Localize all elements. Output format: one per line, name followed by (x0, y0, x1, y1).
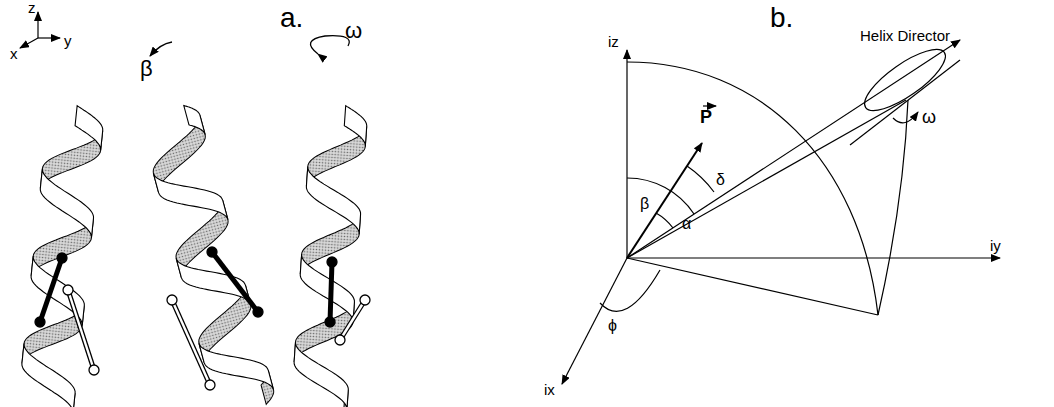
figure-label: β (640, 196, 649, 212)
omega-rotation-arrow (310, 36, 349, 54)
bond-bar (330, 262, 332, 322)
ribbon-front (36, 169, 98, 239)
residue-dot (35, 317, 45, 327)
helix (291, 103, 368, 407)
residue-dot (207, 247, 217, 257)
helix (138, 102, 276, 407)
figure-label: P (700, 108, 712, 126)
residue-dot (360, 295, 370, 305)
residue-dot (57, 253, 67, 263)
bond-bar-inner (68, 290, 94, 370)
residue-dot (335, 335, 345, 345)
coordinate-sphere (562, 39, 1000, 384)
bond-bar (340, 300, 365, 340)
ribbon-front (199, 328, 274, 405)
ribbon-front (297, 254, 357, 322)
ribbon-front (343, 106, 368, 147)
figure-label: δ (716, 172, 725, 188)
ribbon-back (142, 115, 217, 192)
bond-bar (172, 300, 210, 385)
figure-label: ϕ (608, 318, 617, 334)
bond-bar-inner (340, 300, 365, 340)
figure-label: y (64, 33, 72, 48)
figure-label: Helix Director (860, 28, 950, 43)
ribbon-front (303, 166, 363, 234)
helix (17, 103, 105, 407)
bond-bar (212, 252, 258, 312)
ribbon-front (27, 256, 89, 326)
ribbon-back (188, 285, 263, 362)
bond-bar (68, 290, 94, 370)
figure-label: ω (922, 108, 936, 126)
figure-label: iy (990, 238, 1001, 253)
figure-label: ω (345, 20, 362, 42)
ribbon-front (291, 342, 351, 407)
residue-dot (325, 317, 335, 327)
figure-label: x (10, 46, 18, 61)
residue-dot (253, 307, 263, 317)
ribbon-back (165, 200, 240, 277)
figure-label: iz (608, 34, 619, 49)
residue-dot (327, 257, 337, 267)
ribbon-front (153, 158, 228, 235)
bond-bar-inner (172, 300, 210, 385)
figure-label: ix (544, 382, 555, 397)
residue-dot (205, 380, 215, 390)
figure-label: a. (280, 4, 303, 32)
ribbon-front (17, 344, 79, 407)
bond-bar (40, 258, 62, 322)
residue-dot (167, 295, 177, 305)
beta-rotation-arrow (150, 42, 172, 56)
ribbon-front (176, 243, 251, 320)
figure-label: α (682, 216, 691, 232)
residue-dot (89, 365, 99, 375)
figure-label: b. (770, 4, 793, 32)
figure-label: β (140, 58, 153, 80)
ribbon-front (184, 102, 205, 138)
ribbon-front (73, 106, 105, 151)
residue-dot (63, 285, 73, 295)
axes-a (20, 12, 60, 48)
figure-label: z (28, 0, 36, 15)
helix-ribbons (17, 102, 370, 407)
